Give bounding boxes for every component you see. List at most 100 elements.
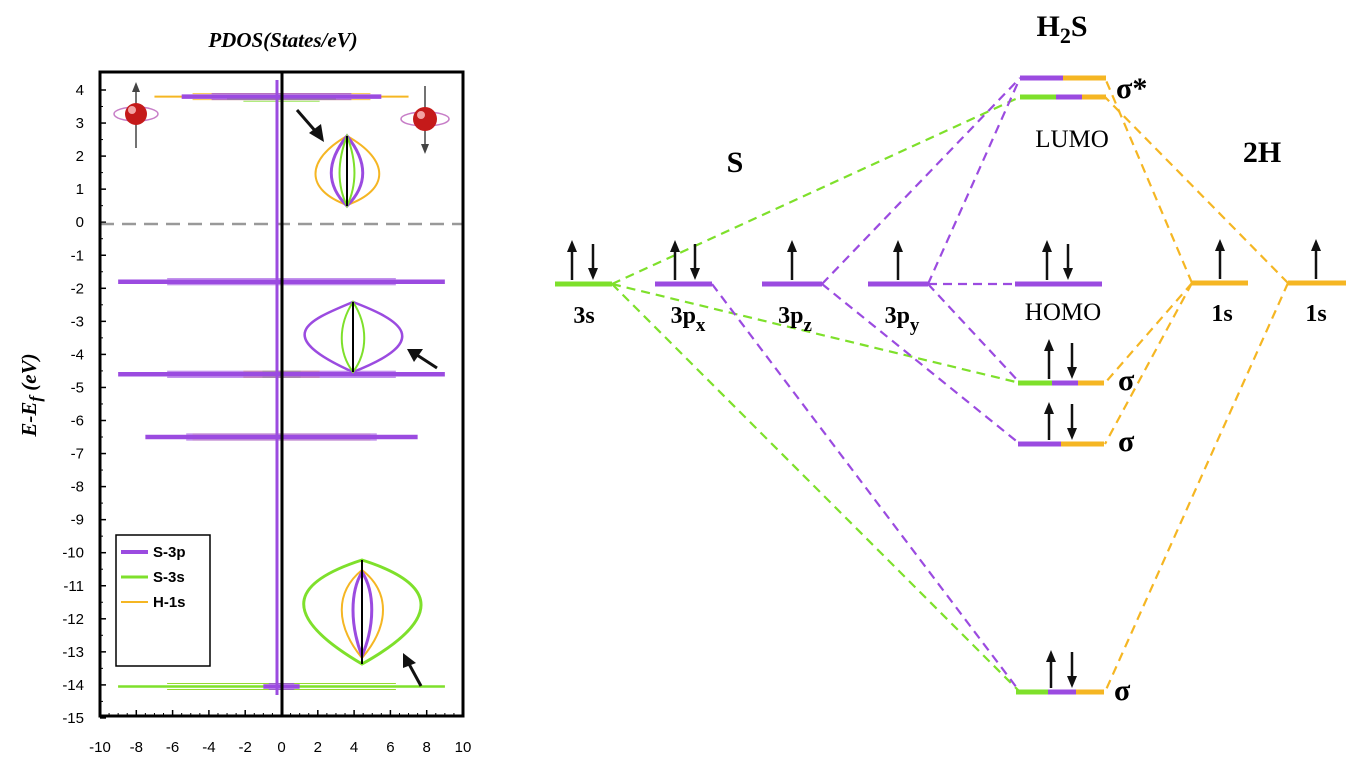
s-atom-label: S: [727, 146, 744, 179]
ao-label-3px: 3px: [671, 303, 706, 336]
legend-label-s3p: S-3p: [153, 544, 186, 561]
legend-label-h1s: H-1s: [153, 594, 186, 611]
ao-label-3px-sub: x: [696, 315, 706, 336]
electron-up-arrow-icon: [1046, 650, 1056, 688]
x-tick-label: -6: [166, 739, 179, 756]
ao-s-3s: 3s: [555, 240, 612, 329]
ao-h-1s-left: 1s: [1192, 239, 1248, 327]
pdos-frame: [98, 70, 465, 718]
ao-label-3pz-main: 3p: [778, 303, 803, 329]
x-tick-label: 2: [314, 739, 322, 756]
electron-up-arrow-icon: [1042, 240, 1052, 280]
mo-label-homo: HOMO: [1025, 299, 1101, 326]
electron-down-arrow-icon: [1063, 244, 1073, 280]
molecule-title-main: H: [1036, 10, 1059, 43]
y-tick-label: 2: [76, 148, 84, 165]
ao-label-3py-sub: y: [910, 315, 920, 336]
pdos-panel: PDOS(States/eV) E-Ef (eV) 43210-1-2-3-4-…: [17, 28, 471, 756]
y-tick-label: -8: [71, 479, 84, 496]
pointer-arrow-deep-icon: [403, 653, 423, 687]
electron-up-arrow-icon: [1215, 239, 1225, 279]
mo-homo: HOMO: [1015, 240, 1102, 326]
spin-down-sphere-icon: [400, 86, 450, 154]
mo-label-sigma-2: σ: [1118, 425, 1135, 458]
electron-up-arrow-icon: [787, 240, 797, 280]
ao-label-3s: 3s: [573, 303, 594, 329]
y-tick-label: -9: [71, 512, 84, 529]
y-tick-label: -14: [62, 677, 84, 694]
pdos-ticks: 43210-1-2-3-4-5-6-7-8-9-10-11-12-13-14-1…: [62, 82, 471, 756]
electron-up-arrow-icon: [893, 240, 903, 280]
y-tick-label: -6: [71, 413, 84, 430]
x-tick-label: 4: [350, 739, 358, 756]
ao-label-3pz: 3pz: [778, 303, 812, 336]
y-tick-label: 1: [76, 181, 84, 198]
pointer-arrow-lumo-icon: [295, 109, 324, 142]
mo-sigma-3: σ: [1016, 650, 1131, 707]
electron-up-arrow-icon: [1311, 239, 1321, 279]
mo-label-sigma-1: σ: [1118, 364, 1135, 397]
mo-label-sigma-3: σ: [1114, 674, 1131, 707]
x-tick-label: -8: [130, 739, 143, 756]
electron-down-arrow-icon: [1067, 343, 1077, 379]
ao-h-1s-right: 1s: [1288, 239, 1346, 327]
electron-up-arrow-icon: [1044, 402, 1054, 440]
y-tick-label: -15: [62, 710, 84, 727]
ao-label-3py-main: 3p: [885, 303, 910, 329]
pdos-y-axis-label: E-Ef (eV): [17, 353, 45, 437]
molecule-title-end: S: [1071, 10, 1088, 43]
homo-orbital-shape: [303, 300, 404, 374]
y-tick-label: -10: [62, 545, 84, 562]
x-tick-label: 8: [423, 739, 431, 756]
electron-up-arrow-icon: [670, 240, 680, 280]
electron-up-arrow-icon: [567, 240, 577, 280]
ao-s-3py: 3py: [868, 240, 928, 336]
x-tick-label: -10: [89, 739, 111, 756]
molecule-title: H2S: [1036, 10, 1087, 48]
pdos-y-label-main: E-E: [17, 402, 41, 438]
y-tick-label: 3: [76, 115, 84, 132]
molecule-title-sub: 2: [1060, 23, 1071, 48]
electron-down-arrow-icon: [690, 244, 700, 280]
y-tick-label: -4: [71, 346, 84, 363]
pdos-title: PDOS(States/eV): [207, 28, 357, 52]
h-atoms-label: 2H: [1243, 136, 1281, 169]
ao-s-3px: 3px: [655, 240, 712, 336]
pdos-y-label-unit: (eV): [17, 353, 41, 396]
y-tick-label: -3: [71, 313, 84, 330]
x-tick-label: -2: [239, 739, 252, 756]
mo-label-lumo: LUMO: [1035, 126, 1109, 153]
mo-sigma-1: σ: [1018, 339, 1135, 397]
sigma-deep-orbital-shape: [302, 558, 423, 666]
electron-down-arrow-icon: [1067, 652, 1077, 688]
ao-s-3pz: 3pz: [762, 240, 822, 336]
ao-label-h1s-right: 1s: [1305, 301, 1326, 327]
pdos-y-label-sub: f: [26, 394, 45, 402]
x-tick-label: 6: [386, 739, 394, 756]
mo-diagram: H2S S 2H 3s 3px 3pz 3py: [555, 10, 1346, 707]
y-tick-label: -11: [63, 578, 84, 595]
legend-label-s3s: S-3s: [153, 569, 185, 586]
electron-down-arrow-icon: [588, 244, 598, 280]
y-tick-label: 0: [76, 214, 84, 231]
x-tick-label: 10: [455, 739, 472, 756]
y-tick-label: -13: [62, 644, 84, 661]
mo-sigma-2: σ: [1018, 402, 1135, 458]
electron-up-arrow-icon: [1044, 339, 1054, 379]
y-tick-label: -7: [71, 446, 84, 463]
ao-label-3px-main: 3p: [671, 303, 696, 329]
ao-label-3pz-sub: z: [803, 315, 812, 336]
correlation-lines: [611, 77, 1290, 693]
mo-label-sigma-star: σ*: [1116, 72, 1147, 105]
y-tick-label: -2: [71, 280, 84, 297]
electron-down-arrow-icon: [1067, 404, 1077, 440]
x-tick-label: 0: [277, 739, 285, 756]
pointer-arrow-homo-icon: [407, 349, 438, 370]
lumo-orbital-shape: [314, 133, 381, 209]
x-tick-label: -4: [202, 739, 215, 756]
y-tick-label: -1: [71, 247, 84, 264]
pdos-legend: S-3p S-3s H-1s: [115, 534, 211, 667]
spin-up-sphere-icon: [113, 82, 159, 148]
y-tick-label: 4: [76, 82, 84, 99]
